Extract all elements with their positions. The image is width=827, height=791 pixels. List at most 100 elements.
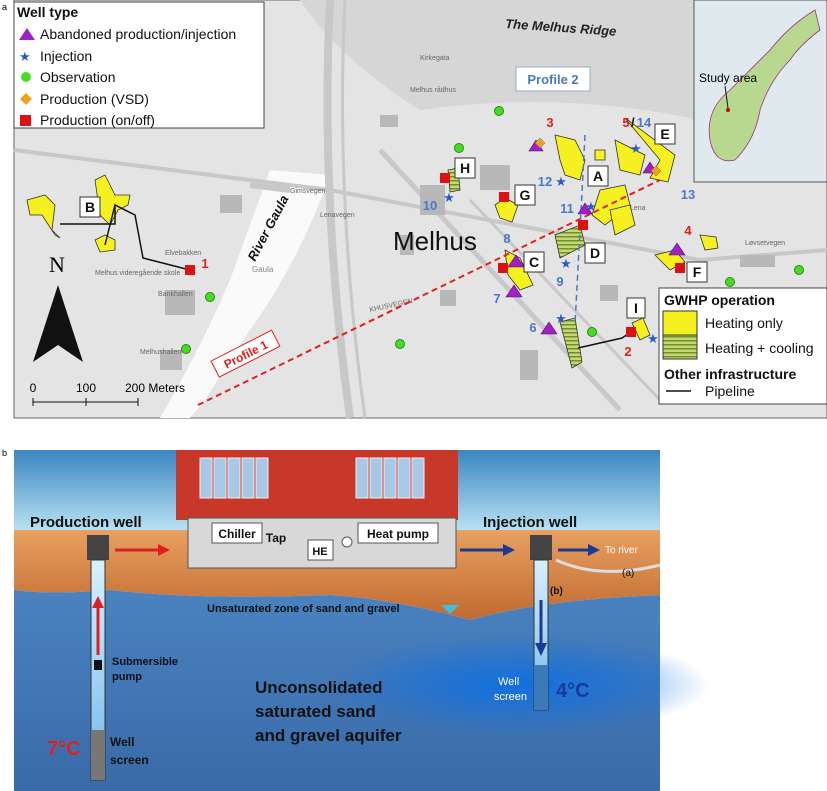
onoff-legend-icon: [20, 115, 31, 126]
injection-legend-icon: ★: [19, 49, 31, 64]
site-label-d: D: [590, 245, 600, 261]
road-label: Melhus videregående skole: [95, 269, 180, 277]
observation-well-marker: [181, 344, 191, 354]
site-letter-boxes: B H G A E D C F I: [79, 123, 708, 319]
panel-label-b: b: [2, 448, 7, 458]
onoff-well-marker: [498, 263, 508, 273]
building: Chiller Tap HE Heat pump: [176, 450, 458, 569]
injection-well-marker: ★: [555, 311, 567, 326]
road-label: Lenavegen: [320, 212, 355, 219]
right-arrow-icon: [503, 544, 515, 556]
schematic-panel: Chiller Tap HE Heat pump Production well…: [14, 450, 710, 791]
injection-well-marker: ★: [555, 174, 567, 189]
abandoned-legend-icon: [19, 28, 35, 40]
production-well: [87, 535, 170, 781]
svg-text:and gravel aquifer: and gravel aquifer: [255, 726, 402, 745]
svg-text:Unconsolidated: Unconsolidated: [255, 678, 383, 697]
onoff-well-marker: [675, 263, 685, 273]
road-label: Melhushallen: [140, 349, 181, 356]
observation-well-marker: [454, 143, 464, 153]
ridge-terrain: [300, 0, 700, 120]
observation-well-marker: [725, 277, 735, 287]
onoff-well-marker: [185, 265, 195, 275]
heat-exchanger-label: HE: [312, 546, 327, 558]
svg-text:Injection: Injection: [40, 48, 92, 64]
heating-cooling-swatch: [662, 334, 698, 360]
svg-text:14: 14: [637, 115, 652, 130]
abandoned-well-marker: [505, 284, 523, 298]
svg-text:/: /: [631, 115, 635, 130]
town-label: Melhus: [393, 226, 477, 256]
onoff-well-marker: [626, 327, 636, 337]
onoff-well-marker: [440, 173, 450, 183]
injection-well: [460, 535, 661, 711]
submersible-label: Submersible: [112, 656, 178, 668]
svg-text:100: 100: [76, 381, 96, 395]
site-label-g: G: [520, 187, 531, 203]
norway-inset: Study area: [693, 0, 827, 183]
svg-text:9: 9: [556, 274, 563, 289]
svg-text:GWHP operation: GWHP operation: [664, 292, 775, 308]
well-screen-label: screen: [110, 753, 149, 767]
injection-temperature: 4°C: [556, 680, 590, 702]
svg-text:200 Meters: 200 Meters: [125, 381, 185, 395]
site-label-b: B: [85, 199, 95, 215]
abandoned-well-marker: [668, 242, 686, 256]
injection-well-marker: ★: [560, 256, 572, 271]
cold-plume: [330, 635, 710, 735]
water-table-icon: [441, 605, 459, 614]
right-arrow-icon: [158, 544, 170, 556]
river-pipe: [555, 558, 661, 573]
down-arrow-icon: [535, 643, 547, 656]
road-label: Bankhallen: [158, 291, 193, 298]
right-arrow-icon: [588, 544, 600, 556]
vsd-wells: [534, 137, 662, 177]
observation-wells: [181, 106, 804, 354]
injection-well-marker: ★: [585, 199, 597, 214]
chiller-label: Chiller: [218, 527, 256, 541]
aquifer-label: Unconsolidated saturated sand and gravel…: [255, 678, 402, 745]
svg-text:11: 11: [560, 201, 574, 216]
injection-wells: ★★ ★★ ★★ ★: [443, 141, 659, 346]
map-panel: Melhus rådhus Lena Løvsetvegen Bankhalle…: [13, 0, 827, 419]
pump-label: pump: [112, 671, 142, 683]
profile-2-label: Profile 2: [527, 72, 578, 87]
submersible-pump-icon: [94, 660, 102, 670]
svg-text:Other infrastructure: Other infrastructure: [664, 366, 796, 382]
onoff-wells: [185, 173, 685, 337]
observation-well-marker: [587, 327, 597, 337]
observation-well-marker: [494, 106, 504, 116]
well-type-legend: Well type Abandoned production/injection…: [13, 1, 265, 129]
profile-1-line: [197, 179, 661, 406]
option-a-label: (a): [622, 568, 634, 579]
svg-text:13: 13: [681, 187, 695, 202]
road-label: Melhus rådhus: [410, 86, 456, 94]
site-label-c: C: [529, 254, 539, 270]
gwhp-legend: GWHP operation Heating only Heating + co…: [658, 287, 827, 405]
svg-text:Heating only: Heating only: [705, 315, 783, 331]
unsaturated-zone-label: Unsaturated zone of sand and gravel: [207, 603, 400, 615]
buildings: [85, 110, 775, 380]
abandoned-wells: [505, 139, 686, 335]
legend-title: Well type: [17, 4, 78, 20]
svg-text:10: 10: [423, 198, 437, 213]
production-temperature: 7°C: [47, 738, 81, 760]
observation-legend-icon: [21, 72, 31, 82]
river-small-label: Gaula: [252, 265, 274, 274]
heating-cooling-areas: [447, 167, 586, 369]
option-b-label: (b): [550, 586, 563, 597]
svg-text:6: 6: [529, 320, 536, 335]
svg-text:saturated sand: saturated sand: [255, 702, 376, 721]
svg-text:4: 4: [684, 223, 692, 238]
svg-text:1: 1: [201, 256, 208, 271]
panel-label-a: a: [2, 2, 7, 12]
profile-2-box: [515, 66, 591, 92]
observation-well-marker: [205, 292, 215, 302]
svg-text:Production (on/off): Production (on/off): [40, 112, 155, 128]
road-label: Lena: [630, 205, 646, 212]
svg-text:3: 3: [546, 115, 553, 130]
svg-text:8: 8: [503, 231, 510, 246]
injection-well-label: Injection well: [483, 514, 577, 531]
well-screen-label: screen: [494, 691, 527, 703]
